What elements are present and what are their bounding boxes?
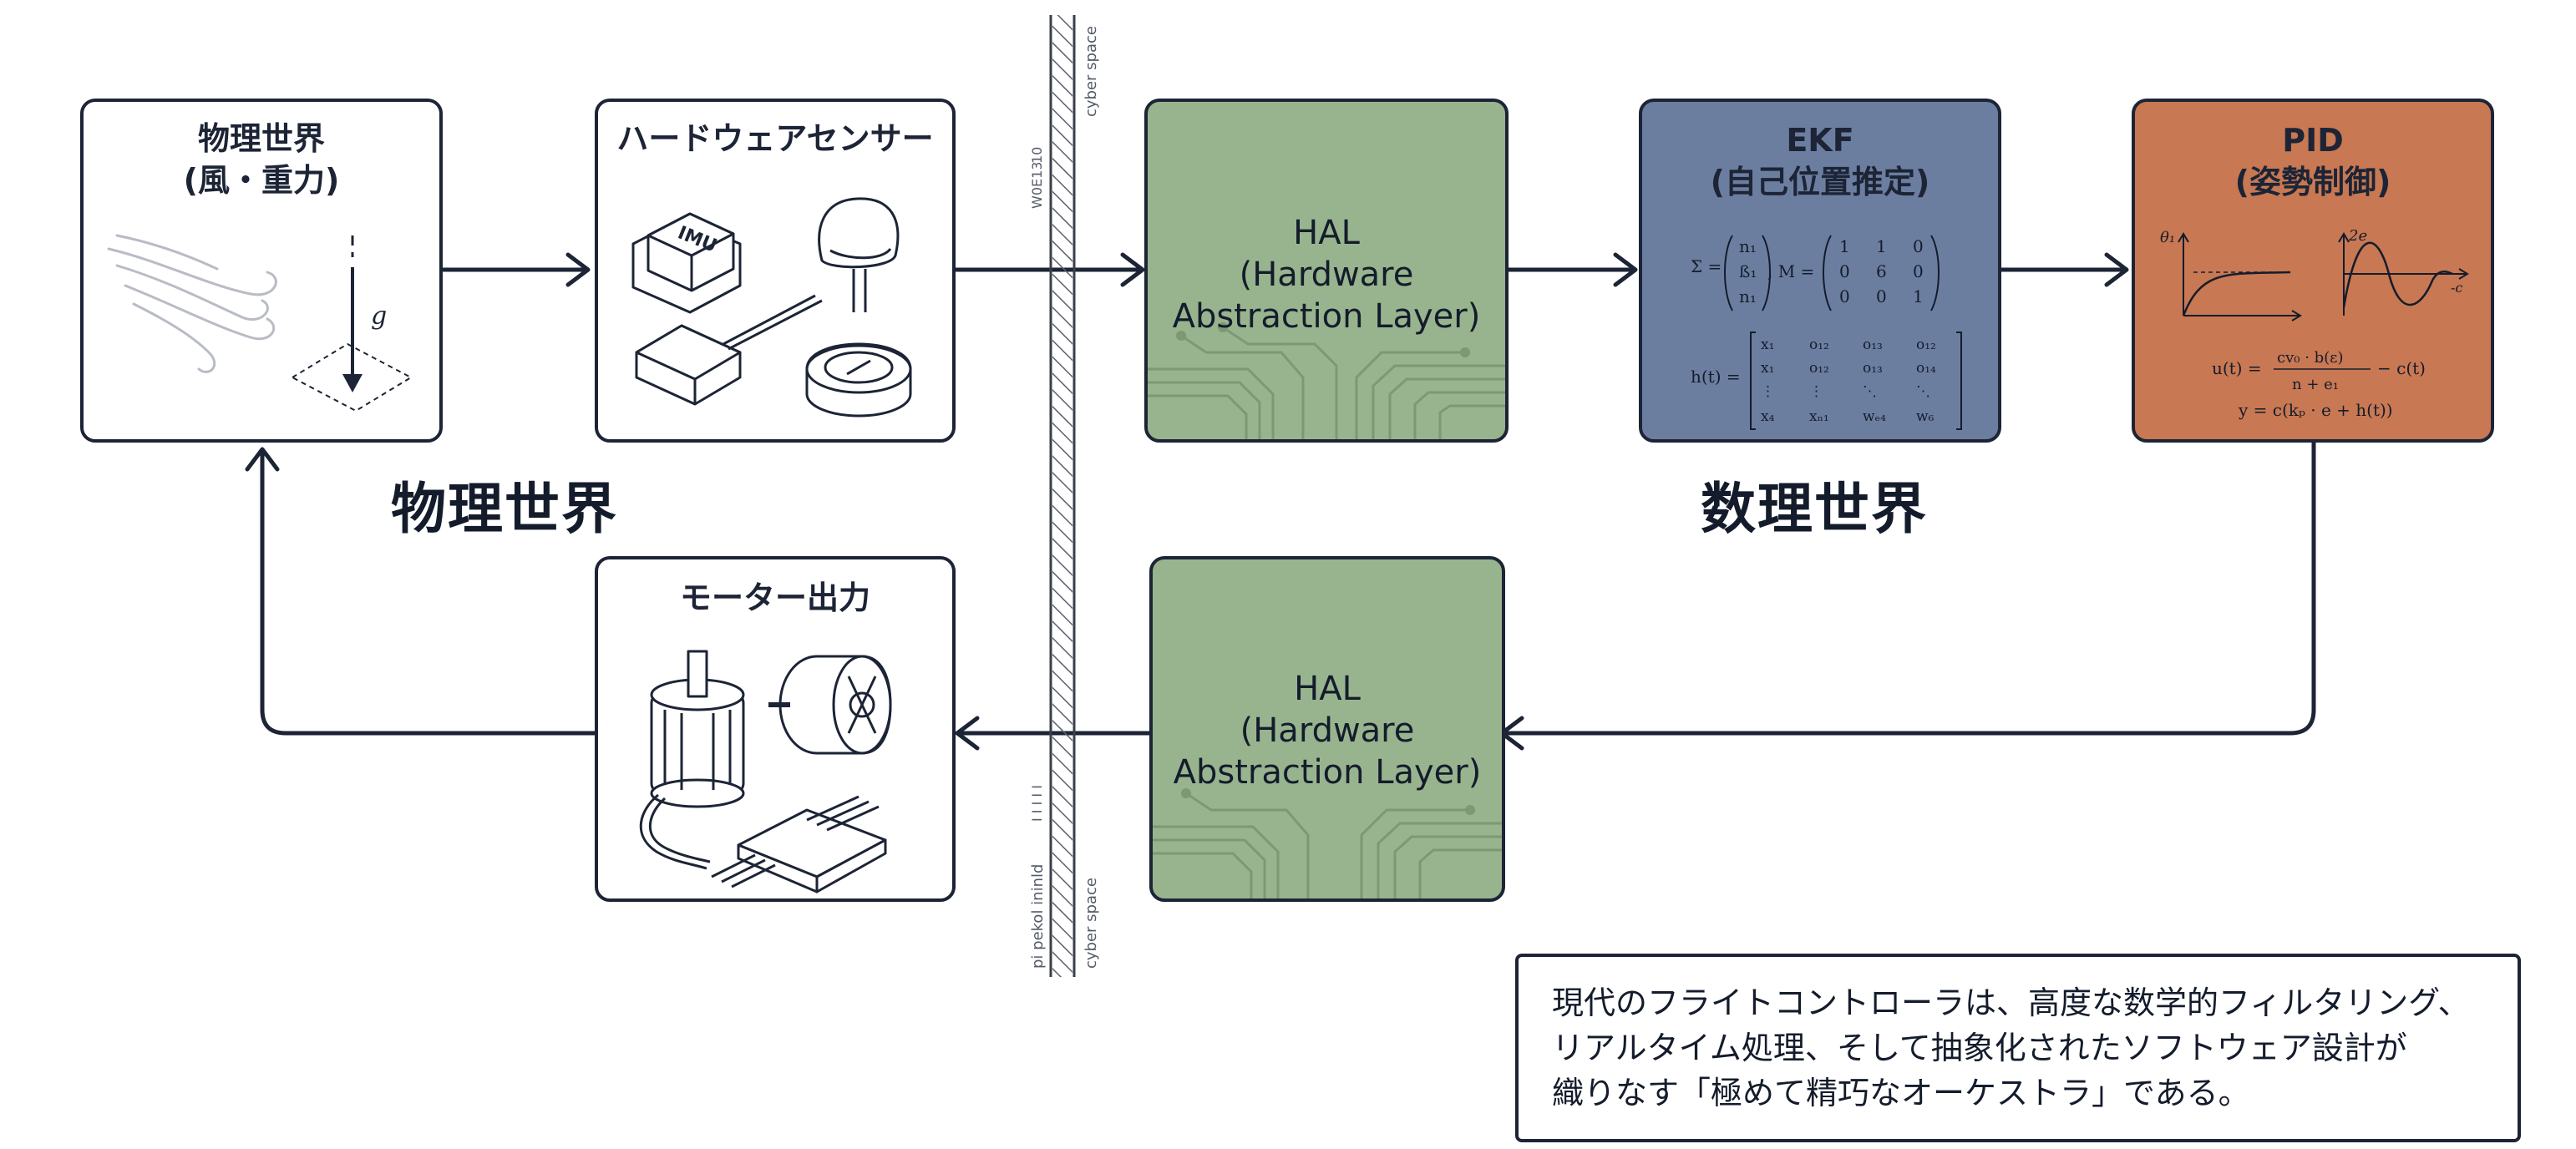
circuit-trace-decoration: [1148, 322, 1505, 439]
ekf-subtitle: (自己位置推定): [1710, 164, 1930, 200]
h-cell: ⋮: [1809, 383, 1823, 400]
eq1-tail: − c(t): [2377, 358, 2426, 378]
eq1-denominator: n + e₁: [2292, 376, 2339, 393]
caption-line3: 織りなす「極めて精巧なオーケストラ」である。: [1552, 1075, 2250, 1111]
gps-antenna-icon: [818, 197, 900, 312]
h-cell: ⋱: [1863, 383, 1877, 400]
graph2-oscillation: [2342, 241, 2453, 308]
arrow-ekf-to-pid: [1999, 252, 2129, 287]
h-cell: w₆: [1916, 408, 1935, 425]
h-cell: x₁: [1761, 360, 1774, 377]
sigma-lhs: Σ =: [1691, 256, 1722, 276]
graph1-step-response: [2182, 271, 2291, 316]
hal-bottom-box: HAL (Hardware Abstraction Layer): [1149, 556, 1505, 902]
ekf-title: EKF: [1786, 122, 1854, 159]
hardware-sensors-box: ハードウェアセンサー IMU: [595, 99, 956, 443]
wind-icon: [107, 234, 277, 373]
m-cell: 1: [1839, 236, 1850, 256]
m-cell: 0: [1876, 286, 1887, 306]
arrow-sensors-to-hal: [953, 252, 1145, 287]
cyber-space-divider: [1049, 15, 1076, 977]
pid-title: PID: [2282, 122, 2344, 159]
hal-bottom-line1: HAL: [1294, 670, 1361, 708]
m-lhs: , M =: [1767, 261, 1814, 281]
caption-line2: リアルタイム処理、そして抽象化されたソフトウェア設計が: [1552, 1030, 2407, 1066]
caption-box: 現代のフライトコントローラは、高度な数学的フィルタリング、 リアルタイム処理、そ…: [1515, 954, 2521, 1142]
hal-top-line3: Abstraction Layer): [1172, 297, 1481, 336]
m-cell: 0: [1839, 261, 1850, 281]
gps-module-icon: [635, 294, 823, 406]
h-cell: o₁₂: [1809, 360, 1829, 377]
m-cell: 1: [1913, 286, 1924, 306]
wind-gravity-illustration: g: [107, 234, 413, 413]
ekf-box: EKF (自己位置推定) Σ = n₁ ß₁ n₁ , M = 1 1 0 0 …: [1639, 99, 2001, 443]
h-cell: o₁₄: [1916, 360, 1936, 377]
eq1-numerator: cv₀ · b(ε): [2277, 349, 2344, 367]
physical-world-label: 物理世界: [391, 477, 618, 541]
h-cell: o₁₃: [1863, 360, 1883, 377]
h-cell: ⋱: [1916, 383, 1930, 400]
caption-line1: 現代のフライトコントローラは、高度な数学的フィルタリング、: [1552, 984, 2470, 1021]
imu-sensor-icon: IMU: [631, 212, 742, 314]
divider-label-top-left-b: W0E13: [1029, 161, 1045, 209]
pid-box: PID (姿勢制御) θ₁ 2e -c u(t) = cv₀ · b(ε): [2132, 99, 2494, 443]
sigma-vec-1: ß₁: [1739, 261, 1757, 281]
pid-subtitle: (姿勢制御): [2234, 164, 2391, 200]
m-cell: 6: [1876, 261, 1887, 281]
pid-graphs-and-equations: θ₁ 2e -c u(t) = cv₀ · b(ε) n + e₁ − c(t)…: [2160, 227, 2469, 420]
h-cell: x₄: [1761, 408, 1775, 425]
motors-illustration: [639, 650, 892, 893]
hal-top-line1: HAL: [1293, 214, 1360, 252]
divider-label-bottom-left-b: I I I I I: [1029, 785, 1045, 822]
divider-label-top-right: cyber space: [1083, 26, 1100, 117]
eq2: y = c(kₚ · e + h(t)): [2238, 400, 2393, 420]
divider-label-bottom-right: cyber space: [1083, 878, 1100, 969]
motor-side-icon: [768, 655, 892, 755]
graph2-label: 2e: [2348, 227, 2367, 245]
divider-label-bottom-left: pi pekol ininld: [1029, 863, 1047, 969]
hal-top-line2: (Hardware: [1239, 256, 1414, 294]
motor-output-box: モーター出力: [595, 556, 956, 902]
math-world-label: 数理世界: [1701, 477, 1928, 541]
gravity-arrow-icon: [290, 235, 413, 413]
compass-icon: [805, 342, 912, 418]
arrow-motor-to-physical: [245, 447, 597, 736]
graph1-label: θ₁: [2160, 229, 2175, 246]
h-cell: x₁: [1761, 337, 1774, 353]
hal-top-box: HAL (Hardware Abstraction Layer): [1144, 99, 1509, 443]
physical-world-title: 物理世界: [197, 120, 325, 157]
m-cell: 0: [1913, 261, 1924, 281]
sigma-vec-2: n₁: [1739, 286, 1757, 306]
gravity-symbol: g: [371, 301, 387, 331]
h-cell: o₁₂: [1809, 337, 1829, 353]
hal-bottom-line2: (Hardware: [1240, 711, 1415, 750]
motor-output-title: モーター出力: [679, 580, 870, 616]
h-lhs: h(t) =: [1691, 367, 1741, 387]
circuit-trace-decoration: [1153, 788, 1502, 898]
h-cell: o₁₂: [1916, 337, 1936, 353]
arrow-physical-to-sensors: [440, 252, 591, 287]
brushless-motor-icon: [639, 650, 745, 870]
m-cell: 0: [1913, 236, 1924, 256]
hardware-sensors-title: ハードウェアセンサー: [616, 120, 934, 157]
sigma-vec-0: n₁: [1739, 236, 1757, 256]
sensors-illustration: IMU: [631, 197, 912, 418]
ekf-equations: Σ = n₁ ß₁ n₁ , M = 1 1 0 0 6 0 0 0 1 h(t…: [1691, 235, 1962, 430]
eq1-lhs: u(t) =: [2212, 358, 2262, 378]
h-cell: ⋮: [1761, 383, 1775, 400]
physical-world-box: 物理世界 (風・重力) g: [80, 99, 443, 443]
h-cell: xₙ₁: [1809, 408, 1829, 425]
h-cell: o₁₃: [1863, 337, 1883, 353]
m-cell: 1: [1876, 236, 1887, 256]
arrow-hal-to-ekf: [1506, 252, 1638, 287]
h-cell: wₑ₄: [1863, 408, 1886, 425]
physical-world-subtitle: (風・重力): [183, 162, 340, 199]
hal-bottom-line3: Abstraction Layer): [1173, 753, 1482, 792]
graph2-axis-label: -c: [2451, 280, 2462, 296]
esc-controller-icon: [711, 795, 887, 893]
m-cell: 0: [1839, 286, 1850, 306]
